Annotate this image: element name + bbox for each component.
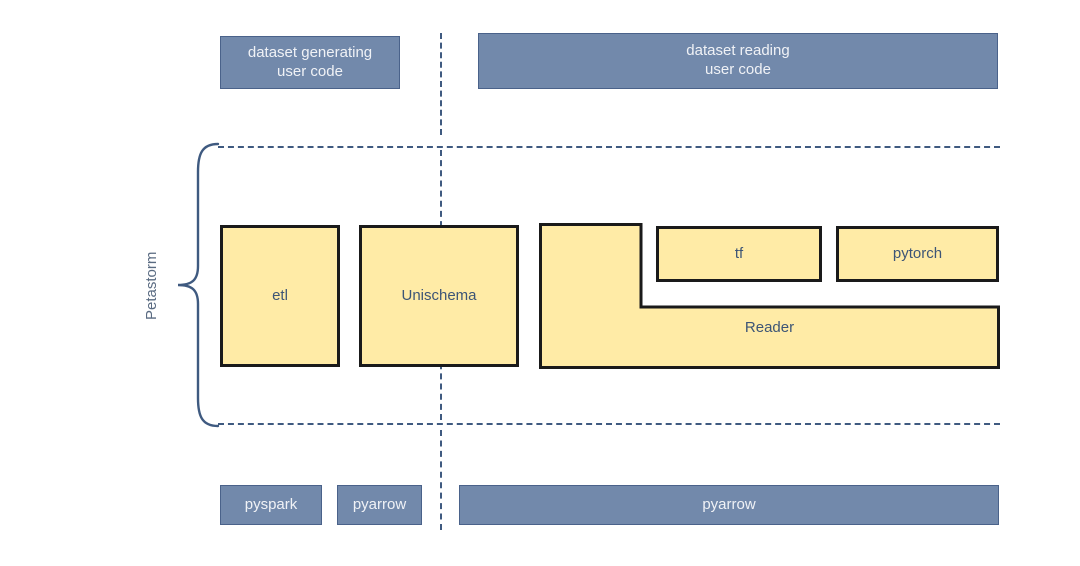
unischema-label: Unischema (401, 286, 477, 304)
pyarrow-right-label: pyarrow (702, 495, 756, 513)
dataset-generating-line2: user code (277, 62, 343, 80)
write-read-divider-bottom (440, 430, 442, 530)
pyspark-label: pyspark (244, 495, 298, 513)
pyarrow-left-box[interactable]: pyarrow (337, 485, 422, 525)
pyspark-box[interactable]: pyspark (220, 485, 322, 525)
dataset-reading-user-code-box[interactable]: dataset reading user code (478, 33, 998, 89)
etl-label: etl (272, 286, 288, 304)
tf-box[interactable]: tf (656, 226, 822, 282)
dataset-generating-line1: dataset generating (247, 43, 373, 61)
pyarrow-right-box[interactable]: pyarrow (459, 485, 999, 525)
etl-box[interactable]: etl (220, 225, 340, 367)
dataset-reading-line2: user code (705, 61, 771, 78)
petastorm-bottom-boundary-line (218, 423, 1000, 425)
unischema-box[interactable]: Unischema (359, 225, 519, 367)
write-read-divider-top (440, 33, 442, 135)
dataset-generating-label: dataset generating user code (248, 44, 372, 82)
petastorm-brace (172, 140, 224, 435)
pyarrow-left-label: pyarrow (352, 495, 407, 513)
dataset-reading-label: dataset reading user code (686, 42, 789, 80)
tf-label: tf (734, 244, 744, 262)
pytorch-box[interactable]: pytorch (836, 226, 999, 282)
dataset-generating-user-code-box[interactable]: dataset generating user code (220, 36, 400, 89)
petastorm-label: Petastorm (143, 251, 160, 320)
pytorch-label: pytorch (892, 244, 943, 262)
dataset-reading-line1: dataset reading (686, 42, 790, 60)
petastorm-top-boundary-line (218, 146, 1000, 148)
